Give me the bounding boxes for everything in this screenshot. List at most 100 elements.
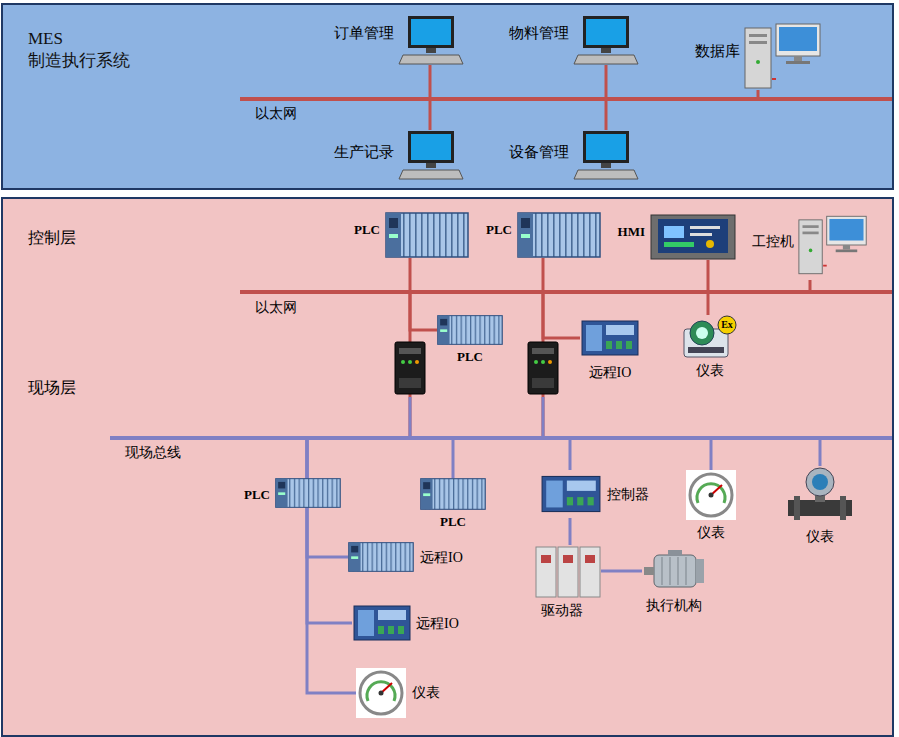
device-label: PLC <box>440 513 466 530</box>
device-node: PLC <box>420 478 486 510</box>
device-icons <box>276 16 866 718</box>
illustration-part <box>399 131 463 179</box>
network-connector <box>809 280 812 290</box>
illustration-part <box>788 468 852 520</box>
network-connector <box>710 440 713 470</box>
illustration-part <box>438 316 502 345</box>
network-connector <box>569 518 572 545</box>
device-label: 驱动器 <box>541 602 583 619</box>
illustration-part <box>542 476 600 511</box>
network-connector <box>605 65 608 97</box>
network-connector <box>410 294 437 330</box>
bus-line: 现场总线 <box>110 436 892 440</box>
network-connector <box>569 440 572 470</box>
network-connector <box>542 258 545 290</box>
device-node: 仪表 <box>788 466 852 522</box>
layer-heading: MES 制造执行系统 <box>28 28 138 72</box>
layer-band: MES 制造执行系统订单管理物料管理数据库以太网生产记录设备管理 <box>1 3 894 190</box>
bus-label: 以太网 <box>255 105 297 122</box>
device-node: PLC <box>517 212 601 258</box>
device-node: 远程IO <box>352 600 412 646</box>
device-label: 仪表 <box>412 684 440 701</box>
device-label: 仪表 <box>806 528 834 545</box>
device-label: PLC <box>457 348 483 365</box>
network-connector <box>307 440 352 623</box>
device-label: 订单管理 <box>334 24 394 42</box>
device-node: 订单管理 <box>398 15 464 65</box>
device-node: HMI <box>650 214 736 260</box>
device-label: 控制器 <box>607 486 649 503</box>
device-label: HMI <box>618 223 645 240</box>
illustration-part <box>799 216 866 273</box>
device-node: 执行机构 <box>642 550 706 592</box>
device-node: 仪表 <box>356 668 406 718</box>
illustration-part <box>421 479 485 510</box>
network-connector <box>429 101 432 130</box>
network-connector <box>452 440 455 478</box>
illustration-part <box>536 547 600 597</box>
device-label: 执行机构 <box>646 597 702 614</box>
network-connector <box>707 294 710 315</box>
device-label: 仪表 <box>696 362 724 379</box>
illustration-part <box>354 606 410 640</box>
illustration-part <box>528 342 558 394</box>
bus-label: 现场总线 <box>125 444 181 461</box>
network-connector <box>543 294 580 338</box>
device-node: PLC <box>385 212 469 258</box>
device-label: 远程IO <box>420 549 463 566</box>
network-connector <box>601 570 642 573</box>
network-connector <box>819 440 822 466</box>
device-label: 仪表 <box>697 524 725 541</box>
network-connector <box>429 65 432 97</box>
illustration-part <box>684 316 736 357</box>
device-label: PLC <box>486 221 512 238</box>
device-label: 数据库 <box>695 42 740 60</box>
network-connector <box>409 258 412 290</box>
device-label: 工控机 <box>752 233 794 250</box>
device-node: 远程IO <box>580 315 640 361</box>
device-node: 数据库 <box>744 22 822 90</box>
device-label: 生产记录 <box>334 143 394 161</box>
device-label: 物料管理 <box>509 24 569 42</box>
layer-band: 控制层现场层PLCPLCHMI工控机以太网PLC远程IO仪表现场总线PLC远程I… <box>1 197 894 737</box>
device-node: 仪表 <box>686 470 736 520</box>
illustration-part <box>582 321 638 355</box>
device-node: 远程IO <box>348 542 414 572</box>
device-label: PLC <box>244 486 270 503</box>
layer-heading: 现场层 <box>28 378 76 397</box>
device-node: 控制器 <box>540 470 602 518</box>
network-connector <box>605 101 608 130</box>
illustration-part <box>644 550 704 587</box>
device-node: 设备管理 <box>573 130 639 180</box>
device-node: 驱动器 <box>535 545 601 599</box>
illustration-part <box>386 213 468 257</box>
illustration-part <box>542 397 545 436</box>
illustration-part <box>686 470 736 520</box>
illustration-part <box>409 397 412 436</box>
bus-line: 以太网 <box>240 290 892 294</box>
illustration-part <box>745 24 820 88</box>
device-node: PLC <box>437 315 503 345</box>
illustration-part <box>574 131 638 179</box>
device-label: 远程IO <box>589 364 632 381</box>
device-label: 设备管理 <box>509 143 569 161</box>
network-connector <box>707 260 710 290</box>
illustration-part <box>395 342 425 394</box>
illustration-part <box>349 543 413 572</box>
layer-heading: 控制层 <box>28 228 76 247</box>
bus-line: 以太网 <box>240 97 892 101</box>
device-label: 远程IO <box>416 615 459 632</box>
bus-label: 以太网 <box>255 299 297 316</box>
device-label: PLC <box>354 221 380 238</box>
ex-mark: Ex <box>721 319 733 331</box>
device-node: 物料管理 <box>573 15 639 65</box>
device-node: 生产记录 <box>398 130 464 180</box>
illustration-part <box>518 213 600 257</box>
illustration-part <box>574 16 638 64</box>
device-node: PLC <box>275 478 341 508</box>
illustration-part <box>276 479 340 508</box>
illustration-part <box>399 16 463 64</box>
illustration-part <box>356 668 406 718</box>
